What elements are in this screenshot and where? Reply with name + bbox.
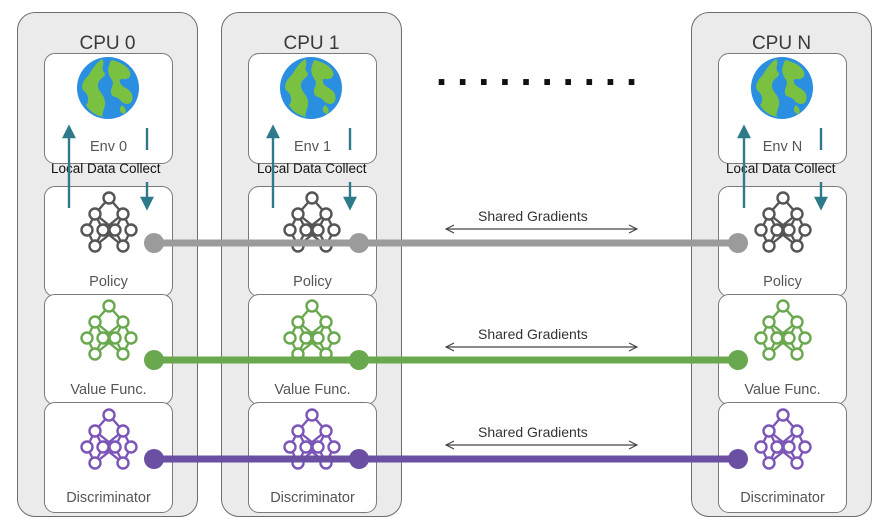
local-data-collect-label: Local Data Collect xyxy=(726,161,836,176)
policy-label: Policy xyxy=(89,274,128,290)
shared-gradients-label-policy: Shared Gradients xyxy=(478,208,588,224)
local-data-collect-label: Local Data Collect xyxy=(257,161,367,176)
discriminator-label: Discriminator xyxy=(740,490,825,506)
value-func-label: Value Func. xyxy=(70,382,147,398)
value-network-icon xyxy=(80,299,138,361)
data-collect-arrows-cpu0 xyxy=(62,124,154,211)
discriminator-label: Discriminator xyxy=(270,490,355,506)
env-box: Env 0 xyxy=(44,53,173,164)
globe-icon xyxy=(280,57,342,119)
env-label: Env N xyxy=(762,139,803,155)
discriminator-network-icon xyxy=(80,408,138,470)
discriminator-network-icon xyxy=(754,408,812,470)
shared-gradients-label-value: Shared Gradients xyxy=(478,326,588,342)
value-func-label: Value Func. xyxy=(744,382,821,398)
policy-network-icon xyxy=(80,191,138,253)
data-collect-arrows-cpu1 xyxy=(266,124,357,211)
env-label: Env 1 xyxy=(293,139,332,155)
local-data-collect-label: Local Data Collect xyxy=(51,161,161,176)
cpu-title: CPU 0 xyxy=(79,33,136,54)
discriminator-label: Discriminator xyxy=(66,490,151,506)
cpu-title: CPU N xyxy=(751,33,812,54)
cpu-title: CPU 1 xyxy=(283,33,340,54)
policy-gradient-line xyxy=(144,233,748,253)
discriminator-gradient-line xyxy=(144,449,748,469)
ellipsis: .......... xyxy=(436,50,648,94)
env-label: Env 0 xyxy=(89,139,128,155)
globe-icon xyxy=(77,57,139,119)
value-func-label: Value Func. xyxy=(274,382,351,398)
value-gradient-line xyxy=(144,350,748,370)
policy-network-icon xyxy=(754,191,812,253)
data-collect-arrows-cpun xyxy=(737,124,828,211)
globe-icon xyxy=(751,57,813,119)
value-network-icon xyxy=(283,299,341,361)
policy-label: Policy xyxy=(293,274,332,290)
policy-label: Policy xyxy=(763,274,802,290)
discriminator-box: Discriminator xyxy=(718,402,847,513)
shared-gradients-label-discriminator: Shared Gradients xyxy=(478,424,588,440)
value-network-icon xyxy=(754,299,812,361)
